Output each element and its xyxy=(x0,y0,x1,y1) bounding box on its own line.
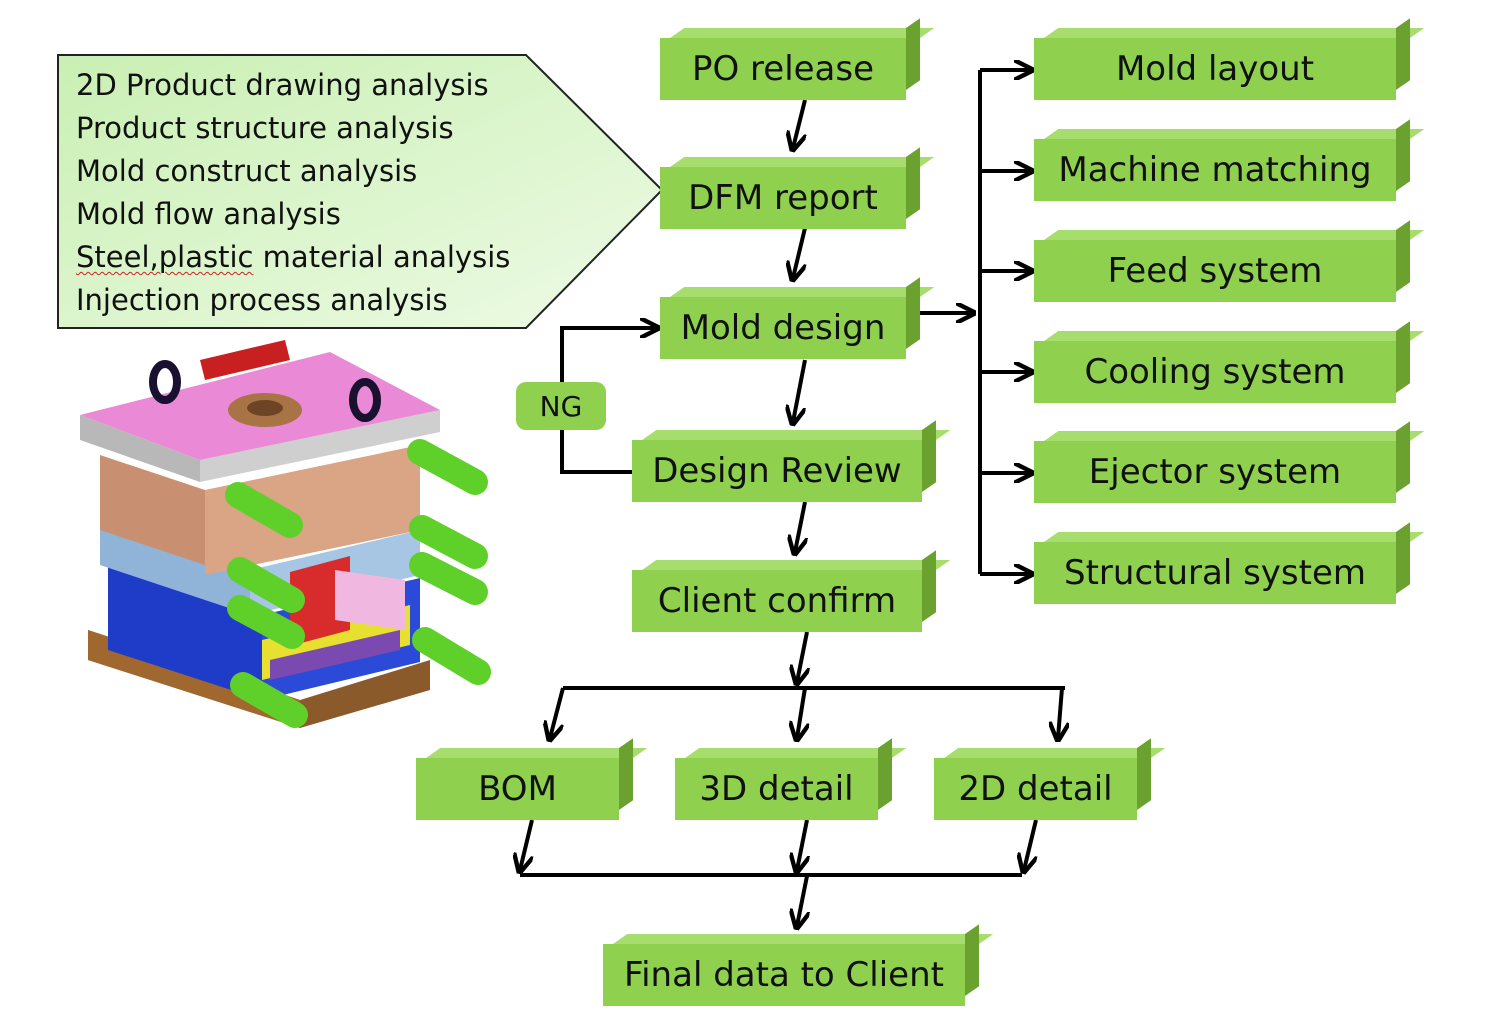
arrow-po-to-dfm xyxy=(793,99,807,148)
subsystem-machine-matching-box[interactable]: Machine matching xyxy=(1034,139,1396,201)
arrow-dfm-to-mold-design xyxy=(793,227,807,278)
analysis-callout-shape xyxy=(57,54,664,329)
dfm-report-box[interactable]: DFM report xyxy=(660,167,906,229)
arrow-mold-design-to-review xyxy=(793,359,807,422)
final-data-box[interactable]: Final data to Client xyxy=(603,944,965,1006)
2d-detail-box[interactable]: 2D detail xyxy=(934,758,1137,820)
bom-box[interactable]: BOM xyxy=(416,758,619,820)
arrow-to-bom xyxy=(550,687,565,738)
po-release-box[interactable]: PO release xyxy=(660,38,906,100)
arrow-to-3d-detail xyxy=(797,687,805,738)
callout-line: Injection process analysis xyxy=(76,283,448,317)
arrow-2d-down xyxy=(1024,819,1038,870)
subsystem-mold-layout-box[interactable]: Mold layout xyxy=(1034,38,1396,100)
arrow-review-to-client xyxy=(795,501,805,552)
subsystem-structural-system-box[interactable]: Structural system xyxy=(1034,542,1396,604)
callout-line: 2D Product drawing analysis xyxy=(76,68,489,102)
arrow-bom-down xyxy=(520,819,534,870)
callout-line-steel-rest: material analysis xyxy=(253,240,511,274)
callout-line-steel: Steel,plastic material analysis xyxy=(76,236,510,279)
arrow-3d-down xyxy=(797,819,807,870)
client-confirm-box[interactable]: Client confirm xyxy=(632,570,922,632)
subsystem-ejector-system-box[interactable]: Ejector system xyxy=(1034,441,1396,503)
arrow-client-down xyxy=(797,631,807,682)
arrow-to-final xyxy=(797,875,807,926)
injection-mold-3d-render-icon xyxy=(80,340,491,728)
callout-line: Mold construct analysis xyxy=(76,154,418,188)
3d-detail-box[interactable]: 3D detail xyxy=(675,758,878,820)
analysis-callout-text: 2D Product drawing analysis Product stru… xyxy=(76,64,510,322)
callout-line: Mold flow analysis xyxy=(76,197,341,231)
subsystem-feed-system-box[interactable]: Feed system xyxy=(1034,240,1396,302)
arrow-to-2d-detail xyxy=(1058,687,1062,738)
flow-connectors xyxy=(520,70,1065,926)
callout-underlined-word: Steel,plastic xyxy=(76,240,254,274)
subsystem-cooling-system-box[interactable]: Cooling system xyxy=(1034,341,1396,403)
callout-line: Product structure analysis xyxy=(76,111,454,145)
mold-design-box[interactable]: Mold design xyxy=(660,297,906,359)
ng-label: NG xyxy=(516,382,606,430)
design-review-box[interactable]: Design Review xyxy=(632,440,922,502)
